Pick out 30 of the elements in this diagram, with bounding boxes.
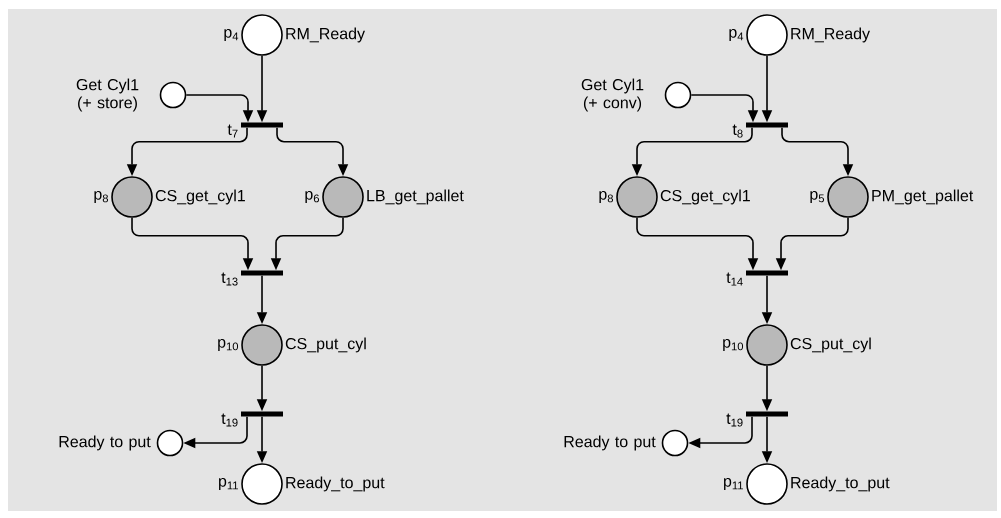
place-label: t$_{19}$	[726, 413, 743, 427]
place-label: p$_{4}$	[224, 29, 239, 41]
place-label: p$_{8}$	[94, 191, 108, 203]
place-label: RM_Ready	[286, 27, 365, 43]
place-label: p$_{10}$	[723, 339, 744, 351]
place-label: p$_{4}$	[729, 29, 744, 41]
place-label: t$_{14}$	[726, 272, 743, 286]
place-label: CS_get_cyl1	[660, 189, 750, 205]
place-label: t$_{19}$	[221, 413, 238, 427]
place-label: PM_get_pallet	[872, 189, 974, 205]
place-label: Get Cyl1 (+ conv)	[581, 78, 644, 112]
place-label: t$_{13}$	[221, 272, 238, 286]
place-label: RM_Ready	[791, 27, 870, 43]
place-label: p$_{8}$	[599, 191, 613, 203]
place-label: p$_{11}$	[219, 478, 238, 490]
place-label: CS_put_cyl	[790, 337, 871, 353]
place-label: t$_{7}$	[227, 124, 238, 138]
place-label: t$_{8}$	[732, 124, 743, 138]
place-label: Ready to put	[59, 435, 151, 451]
place-label: CS_get_cyl1	[155, 189, 245, 205]
place-label: LB_get_pallet	[367, 189, 464, 205]
place-label: p$_{10}$	[218, 339, 239, 351]
place-label: Get Cyl1 (+ store)	[76, 78, 139, 112]
place-label: Ready_to_put	[286, 476, 385, 492]
place-label: p$_{5}$	[810, 191, 825, 203]
place-label: Ready to put	[564, 435, 656, 451]
place-label: p$_{6}$	[305, 191, 319, 203]
place-label: p$_{11}$	[724, 478, 743, 490]
place-label: Ready_to_put	[791, 476, 890, 492]
place-label: CS_put_cyl	[285, 337, 366, 353]
